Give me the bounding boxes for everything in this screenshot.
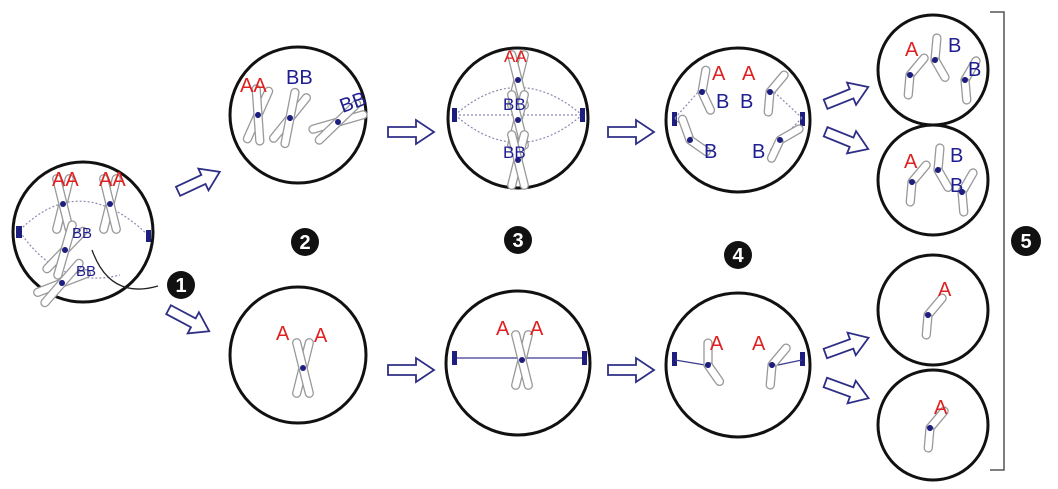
allele-label-bb: BB — [72, 225, 92, 242]
allele-label-a: A — [496, 318, 510, 340]
cell-top-4: A A B B B B — [664, 46, 812, 194]
allele-label-a: A — [530, 318, 544, 340]
arrow-icon — [820, 370, 874, 411]
svg-text:1: 1 — [175, 275, 186, 297]
step-marker-1: 1 — [167, 271, 195, 299]
cell-bottom-4: A A — [664, 291, 812, 439]
svg-text:4: 4 — [732, 245, 744, 267]
arrow-icon — [607, 119, 655, 145]
allele-label-a: A — [938, 279, 952, 301]
cell-bottom-5b: A — [876, 368, 990, 482]
step-marker-2: 2 — [291, 228, 319, 256]
allele-label-a: A — [710, 333, 724, 355]
allele-label-b: B — [704, 141, 717, 163]
step-marker-3: 3 — [504, 226, 532, 254]
allele-label-aa: AA — [240, 75, 267, 97]
arrow-icon — [607, 357, 655, 383]
allele-label-a: A — [752, 333, 766, 355]
allele-label-a: A — [276, 323, 290, 345]
arrow-icon — [172, 160, 226, 204]
allele-label-bb: BB — [286, 67, 313, 89]
arrow-icon — [820, 325, 874, 366]
cell-parent: AA AA BB BB — [11, 160, 159, 311]
allele-label-aa: AA — [52, 169, 79, 191]
allele-label-b: B — [752, 141, 765, 163]
allele-label-bb: BB — [503, 95, 526, 114]
step-marker-5: 5 — [1011, 226, 1041, 256]
arrow-icon — [387, 357, 435, 383]
allele-label-b: B — [950, 145, 963, 167]
bracket — [990, 11, 1005, 471]
allele-label-a: A — [742, 63, 756, 85]
allele-label-bb: BB — [76, 263, 96, 280]
cell-top-5b: A B B — [876, 123, 990, 237]
arrow-icon — [820, 119, 874, 162]
allele-label-aa: AA — [99, 169, 126, 191]
allele-label-aa: AA — [504, 47, 527, 66]
cell-top-2: AA BB BB — [228, 45, 371, 185]
cell-top-5a: A B B — [876, 13, 990, 127]
arrow-icon — [387, 119, 435, 145]
svg-text:3: 3 — [512, 230, 523, 252]
allele-label-a: A — [712, 63, 726, 85]
allele-label-bb: BB — [503, 143, 526, 162]
allele-label-b: B — [968, 59, 981, 81]
cell-bottom-3: A A — [444, 289, 592, 437]
cell-bottom-2: A A — [228, 285, 368, 425]
allele-label-b: B — [740, 91, 753, 113]
allele-label-a: A — [314, 325, 328, 347]
arrow-icon — [820, 74, 874, 117]
arrow-icon — [162, 298, 216, 343]
allele-label-a: A — [905, 39, 919, 61]
allele-label-a: A — [934, 397, 948, 419]
allele-label-b: B — [716, 91, 729, 113]
allele-label-b: B — [950, 175, 963, 197]
svg-text:2: 2 — [299, 232, 310, 254]
allele-label-a: A — [904, 151, 918, 173]
svg-text:5: 5 — [1020, 231, 1031, 253]
cell-bottom-5a: A — [876, 253, 990, 367]
allele-label-b: B — [948, 35, 961, 57]
cell-top-3: AA BB BB — [446, 46, 590, 191]
step-marker-4: 4 — [724, 241, 752, 269]
